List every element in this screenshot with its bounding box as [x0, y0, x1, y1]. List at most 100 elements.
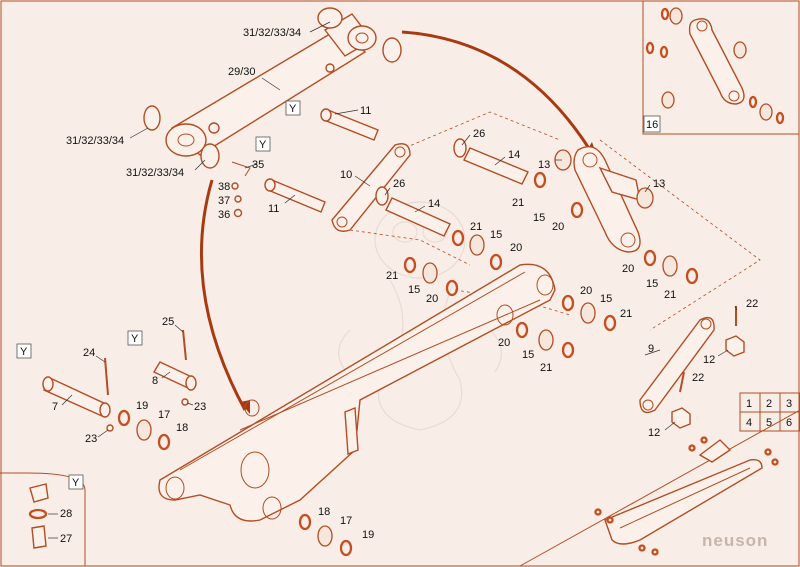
label-23-b: 23: [194, 401, 206, 413]
bolt-25: [182, 329, 187, 361]
inset-fittings: Y: [0, 472, 86, 566]
grid-5: 5: [766, 417, 772, 429]
label-29-30: 29/30: [228, 66, 256, 78]
label-15-d: 15: [646, 278, 658, 290]
y-tag-2: Y: [255, 136, 271, 152]
label-23-a: 23: [85, 433, 97, 445]
label-28: 28: [60, 508, 72, 520]
brand-logo: neuson: [702, 531, 768, 550]
grid-6: 6: [786, 417, 792, 429]
svg-text:Y: Y: [72, 477, 80, 489]
label-24: 24: [83, 347, 95, 359]
pin-14-upper: [453, 138, 529, 185]
label-12-a: 12: [703, 354, 715, 366]
link-9: [639, 316, 715, 414]
label-17-a: 17: [158, 409, 170, 421]
grid-1: 1: [746, 398, 752, 410]
svg-text:Y: Y: [131, 333, 139, 345]
label-37: 37: [218, 195, 230, 207]
bushing-13b: [636, 187, 654, 209]
label-21-e: 21: [620, 308, 632, 320]
label-20-e: 20: [580, 285, 592, 297]
grease-nipple-23a: [106, 424, 114, 432]
pin-22-lower: [679, 371, 685, 393]
link-13: [573, 146, 641, 253]
label-36: 36: [218, 209, 230, 221]
label-13-a: 13: [538, 159, 550, 171]
grid-4: 4: [746, 417, 752, 429]
pin-14-lower: [375, 186, 451, 237]
label-8: 8: [152, 375, 158, 387]
label-18-b: 18: [318, 506, 330, 518]
label-31-34-b: 31/32/33/34: [66, 135, 124, 147]
label-17-b: 17: [340, 515, 352, 527]
pin-8: [153, 361, 197, 391]
label-35: 35: [252, 159, 264, 171]
clip-35: [231, 161, 251, 177]
pin-7: [42, 376, 111, 418]
y-tag-3: Y: [16, 343, 32, 359]
label-11-a: 11: [360, 105, 371, 117]
label-13-b: 13: [653, 178, 665, 190]
svg-text:Y: Y: [20, 346, 28, 358]
label-20-b: 20: [510, 242, 522, 254]
label-15-a: 15: [533, 212, 545, 224]
label-20-f: 20: [498, 337, 510, 349]
nut-12-upper: [725, 335, 745, 357]
grid-2: 2: [766, 398, 772, 410]
bolt-36-38: [231, 182, 243, 218]
label-19-a: 19: [136, 400, 148, 412]
view-grid: 1 2 3 4 5 6: [739, 392, 800, 432]
label-21-b: 21: [470, 221, 482, 233]
label-11-b: 11: [268, 203, 279, 215]
boom-arm: [158, 263, 556, 522]
svg-text:Y: Y: [259, 139, 267, 151]
label-27: 27: [60, 533, 72, 545]
label-31-34-a: 31/32/33/34: [243, 27, 301, 39]
label-31-34-c: 31/32/33/34: [126, 167, 184, 179]
label-21-a: 21: [512, 197, 524, 209]
inset-16: 16: [642, 0, 800, 135]
label-25: 25: [162, 316, 174, 328]
label-20-d: 20: [622, 263, 634, 275]
label-21-d: 21: [664, 289, 676, 301]
seal-rings: [117, 171, 699, 557]
link-10: [331, 143, 411, 232]
grease-nipple-23b: [181, 398, 189, 406]
y-tag-1: Y: [285, 100, 301, 116]
label-9: 9: [648, 343, 654, 355]
label-38: 38: [218, 181, 230, 193]
pin-11-upper: [320, 108, 379, 141]
label-26-b: 26: [393, 178, 405, 190]
label-19-b: 19: [362, 529, 374, 541]
label-15-f: 15: [522, 349, 534, 361]
washer-left: [143, 105, 161, 131]
label-15-c: 15: [408, 284, 420, 296]
assembly-lines: [349, 111, 761, 331]
label-15-b: 15: [490, 229, 502, 241]
part-labels: 31/32/33/34 29/30 31/32/33/34 31/32/33/3…: [52, 27, 758, 545]
label-26-a: 26: [473, 128, 485, 140]
label-7: 7: [52, 401, 58, 413]
bolt-24: [104, 357, 109, 396]
label-22-a: 22: [746, 298, 758, 310]
label-10: 10: [340, 169, 352, 181]
washer-lower: [200, 143, 220, 169]
label-18-a: 18: [176, 422, 188, 434]
y-tag-4: Y: [127, 330, 143, 346]
label-12-b: 12: [648, 427, 660, 439]
label-20-a: 20: [552, 221, 564, 233]
pin-11-lower: [264, 178, 326, 213]
leader-lines: [61, 21, 738, 438]
label-14-a: 14: [508, 149, 520, 161]
washer-upper: [382, 37, 402, 63]
overview-inset: [519, 409, 800, 567]
svg-text:Y: Y: [289, 103, 297, 115]
label-14-b: 14: [428, 198, 440, 210]
label-22-b: 22: [692, 372, 704, 384]
label-21-c: 21: [386, 270, 398, 282]
svg-text:16: 16: [646, 119, 658, 131]
grid-3: 3: [786, 398, 792, 410]
